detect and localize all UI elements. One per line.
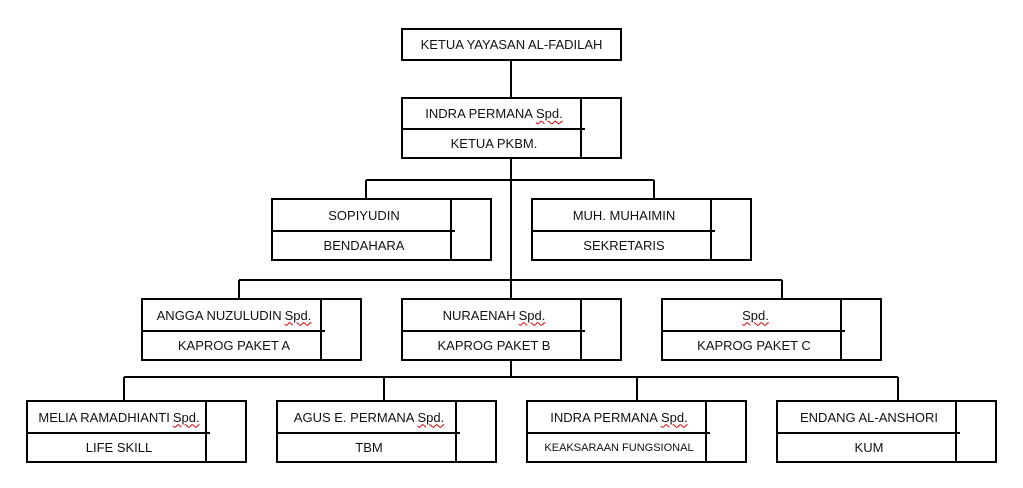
person-name: INDRA PERMANA xyxy=(425,106,533,121)
title-suffix: Spd. xyxy=(284,307,312,323)
title-suffix: Spd. xyxy=(742,307,769,323)
title-suffix: Spd. xyxy=(660,409,688,425)
role-label: KUM xyxy=(854,440,884,455)
top-box-ketua-yayasan: KETUA YAYASAN AL-FADILAH xyxy=(401,28,622,61)
top-title: KETUA YAYASAN AL-FADILAH xyxy=(420,37,603,52)
org-box: MELIA RAMADHIANTI Spd. LIFE SKILL xyxy=(26,400,247,463)
person-name: MUH. MUHAIMIN xyxy=(572,207,676,223)
role-label: KAPROG PAKET C xyxy=(697,338,811,353)
role-label: KAPROG PAKET B xyxy=(437,338,551,353)
org-box: SOPIYUDIN BENDAHARA xyxy=(271,198,492,261)
photo-cell xyxy=(450,200,490,259)
photo-cell xyxy=(955,402,995,461)
role-cell: LIFE SKILL xyxy=(28,434,210,461)
title-suffix: Spd. xyxy=(518,307,546,323)
person-name-cell: Spd. xyxy=(663,300,845,332)
org-box: INDRA PERMANA Spd. KEAKSARAAN FUNGSIONAL xyxy=(526,400,747,463)
photo-cell xyxy=(580,300,620,359)
role-label: KEAKSARAAN FUNGSIONAL xyxy=(544,441,694,454)
person-name-cell: SOPIYUDIN xyxy=(273,200,455,232)
role-cell: KEAKSARAAN FUNGSIONAL xyxy=(528,434,710,461)
person-name: NURAENAH xyxy=(442,307,516,323)
role-label: KETUA PKBM. xyxy=(450,136,538,151)
person-name: ANGGA NUZULUDIN xyxy=(156,307,282,323)
person-name: SOPIYUDIN xyxy=(328,207,400,223)
person-name-cell: ENDANG AL-ANSHORI xyxy=(778,402,960,434)
org-box: ANGGA NUZULUDIN Spd. KAPROG PAKET A xyxy=(141,298,362,361)
photo-cell xyxy=(710,200,750,259)
org-box: NURAENAH Spd. KAPROG PAKET B xyxy=(401,298,622,361)
org-box: ENDANG AL-ANSHORI KUM xyxy=(776,400,997,463)
role-cell: KETUA PKBM. xyxy=(403,130,585,157)
photo-cell xyxy=(840,300,880,359)
title-suffix: Spd. xyxy=(535,106,563,121)
role-cell: SEKRETARIS xyxy=(533,232,715,259)
photo-cell xyxy=(320,300,360,359)
role-cell: BENDAHARA xyxy=(273,232,455,259)
person-name-cell: MELIA RAMADHIANTI Spd. xyxy=(28,402,210,434)
org-box: Spd. KAPROG PAKET C xyxy=(661,298,882,361)
person-name: INDRA PERMANA xyxy=(550,409,658,425)
role-cell: KUM xyxy=(778,434,960,461)
role-cell: KAPROG PAKET C xyxy=(663,332,845,359)
person-name-cell: AGUS E. PERMANA Spd. xyxy=(278,402,460,434)
photo-cell xyxy=(455,402,495,461)
title-suffix: Spd. xyxy=(172,409,200,425)
role-cell: TBM xyxy=(278,434,460,461)
photo-cell xyxy=(205,402,245,461)
person-name-cell: ANGGA NUZULUDIN Spd. xyxy=(143,300,325,332)
role-cell: KAPROG PAKET A xyxy=(143,332,325,359)
role-label: SEKRETARIS xyxy=(583,238,665,253)
role-cell: KAPROG PAKET B xyxy=(403,332,585,359)
person-name-cell: NURAENAH Spd. xyxy=(403,300,585,332)
photo-cell xyxy=(580,99,620,157)
org-box: INDRA PERMANA Spd. KETUA PKBM. xyxy=(401,97,622,159)
person-name: AGUS E. PERMANA xyxy=(293,409,415,425)
role-label: LIFE SKILL xyxy=(85,440,153,455)
org-box: AGUS E. PERMANA Spd. TBM xyxy=(276,400,497,463)
photo-cell xyxy=(705,402,745,461)
org-box: MUH. MUHAIMIN SEKRETARIS xyxy=(531,198,752,261)
title-suffix: Spd. xyxy=(417,409,445,425)
person-name: MELIA RAMADHIANTI xyxy=(38,409,170,425)
person-name-cell: INDRA PERMANA Spd. xyxy=(403,99,585,130)
role-label: TBM xyxy=(355,440,383,455)
role-label: KAPROG PAKET A xyxy=(177,338,291,353)
person-name-cell: INDRA PERMANA Spd. xyxy=(528,402,710,434)
role-label: BENDAHARA xyxy=(323,238,405,253)
person-name: ENDANG AL-ANSHORI xyxy=(800,409,938,425)
person-name-cell: MUH. MUHAIMIN xyxy=(533,200,715,232)
